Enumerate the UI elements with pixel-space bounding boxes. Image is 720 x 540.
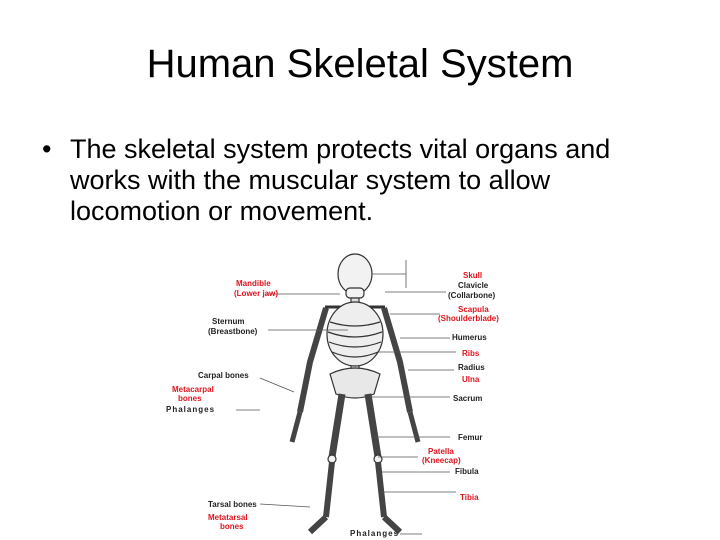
label-ulna: Ulna	[462, 375, 480, 384]
label-sternum: Sternum	[212, 317, 245, 326]
label-fibula: Fibula	[455, 467, 479, 476]
label-clavicle: Clavicle	[458, 281, 489, 290]
label-mandible: Mandible	[236, 279, 271, 288]
label-metatarsal-sub: bones	[220, 522, 244, 531]
label-radius: Radius	[458, 363, 485, 372]
label-patella: Patella	[428, 447, 454, 456]
label-skull: Skull	[463, 271, 483, 280]
label-clavicle-sub: (Collarbone)	[448, 291, 496, 300]
label-metatarsal: Metatarsal	[208, 513, 248, 522]
skeleton-illustration	[236, 253, 456, 535]
label-sternum-sub: (Breastbone)	[208, 327, 258, 336]
label-ribs: Ribs	[462, 349, 480, 358]
label-phalanges-hand: Phalanges	[166, 405, 216, 414]
label-carpal: Carpal bones	[198, 371, 249, 380]
bullet-icon: •	[42, 134, 52, 164]
label-scapula: Scapula	[458, 305, 489, 314]
label-mandible-sub: (Lower jaw)	[234, 289, 279, 298]
label-patella-sub: (Kneecap)	[422, 456, 461, 465]
label-scapula-sub: (Shoulderblade)	[438, 314, 499, 323]
bullet-point: • The skeletal system protects vital org…	[42, 134, 682, 227]
label-metacarpal-sub: bones	[178, 394, 202, 403]
label-metacarpal: Metacarpal	[172, 385, 214, 394]
label-sacrum: Sacrum	[453, 394, 483, 403]
skeleton-figure: Mandible (Lower jaw) Sternum (Breastbone…	[160, 252, 540, 540]
label-femur: Femur	[458, 433, 483, 442]
slide-title: Human Skeletal System	[146, 42, 574, 86]
label-tibia: Tibia	[460, 493, 479, 502]
label-tarsal: Tarsal bones	[208, 500, 257, 509]
label-phalanges-foot: Phalanges	[350, 529, 400, 538]
bullet-text: The skeletal system protects vital organ…	[70, 134, 611, 226]
label-humerus: Humerus	[452, 333, 487, 342]
